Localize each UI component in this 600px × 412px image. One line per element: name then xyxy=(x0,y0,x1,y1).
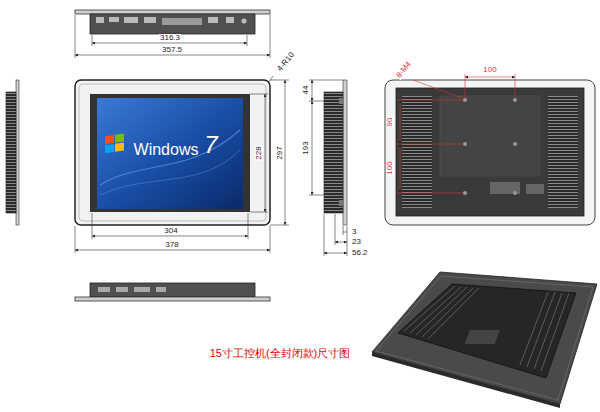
dimension-value: 297 xyxy=(276,145,284,160)
side-dimensions xyxy=(309,80,347,256)
front-view xyxy=(75,80,270,225)
dimension-value: 90 xyxy=(386,117,394,128)
dimension-value: 100 xyxy=(482,66,497,74)
front-dimensions xyxy=(75,76,289,253)
dimension-value: 304 xyxy=(163,227,178,235)
bottom-view xyxy=(75,283,270,301)
right-side-view xyxy=(324,80,347,225)
top-view xyxy=(75,10,270,34)
dimension-value: 3 xyxy=(351,228,357,236)
dimension-value: 228 xyxy=(255,145,263,160)
back-dimensions xyxy=(397,74,515,193)
back-view xyxy=(385,80,595,225)
screen-logo-text: Windows xyxy=(134,142,199,158)
dimension-value: 100 xyxy=(386,160,394,175)
hole-note: 8-M4 xyxy=(394,60,413,81)
dimension-value: 378 xyxy=(164,241,179,249)
screen-logo-number: 7 xyxy=(204,133,217,157)
dimension-value: 56.2 xyxy=(351,249,369,257)
dimension-value: 193 xyxy=(302,140,310,155)
dimension-value: 23 xyxy=(351,238,362,246)
perspective-view xyxy=(372,272,597,408)
dimension-value: 316.3 xyxy=(159,34,181,42)
left-side-view xyxy=(6,80,19,225)
dimension-value: 44 xyxy=(302,85,310,96)
dimension-value: 357.5 xyxy=(161,46,183,54)
caption: 15寸工控机(全封闭款)尺寸图 xyxy=(210,348,351,359)
top-dimensions xyxy=(75,15,270,58)
corner-radius-note: 4-R10 xyxy=(275,50,296,73)
